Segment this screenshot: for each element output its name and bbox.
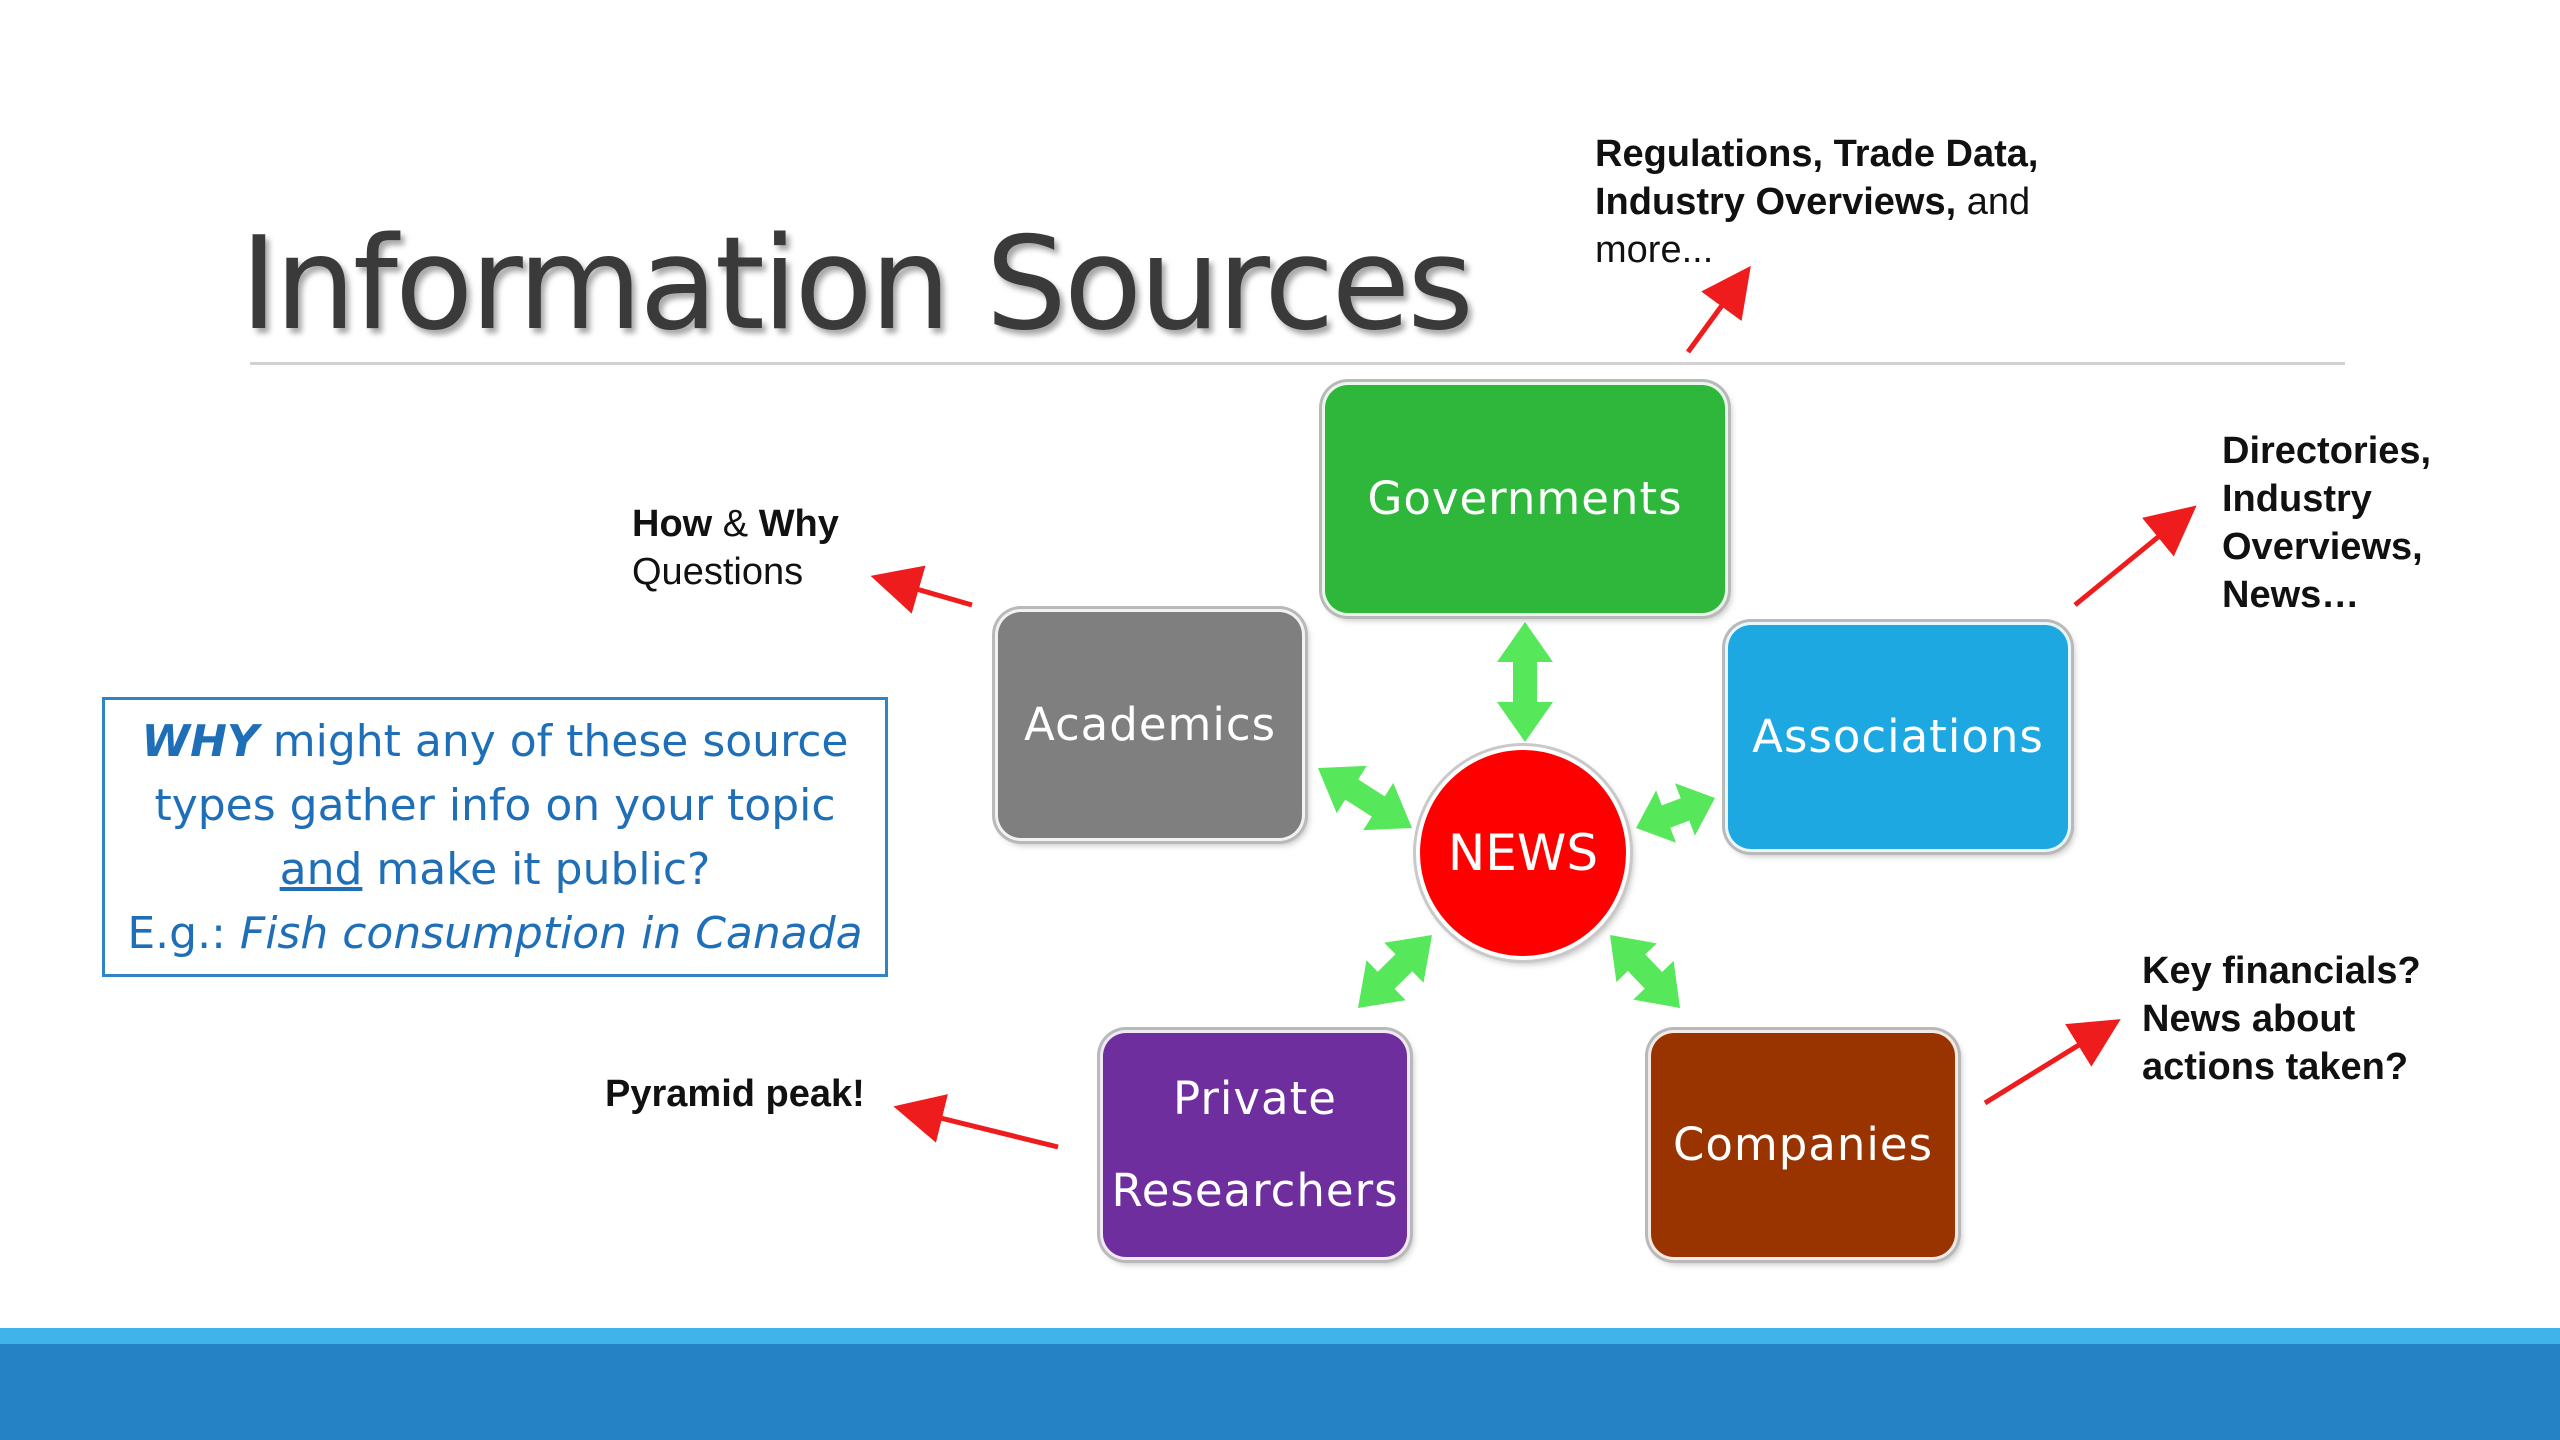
question-line-1: WHY might any of these source [105, 710, 885, 774]
question-why: WHY [141, 716, 259, 767]
pointer-arrow-governments [1685, 265, 1751, 354]
node-private-researchers: Private Researchers [1100, 1030, 1410, 1260]
question-line-3: and make it public? [105, 838, 885, 902]
note-governments: Regulations, Trade Data, Industry Overvi… [1595, 130, 2038, 274]
note-private-researchers: Pyramid peak! [605, 1070, 865, 1118]
node-label-companies: Companies [1672, 1118, 1934, 1171]
node-label-private-researchers: Private Researchers [1111, 1072, 1399, 1217]
question-example: Fish consumption in Canada [239, 908, 863, 959]
note-associations: Directories, Industry Overviews, News… [2222, 427, 2431, 619]
node-academics: Academics [995, 609, 1305, 841]
note-governments-line2-bold: Industry Overviews, [1595, 181, 1957, 223]
note-companies-line: Key financials? [2142, 950, 2421, 992]
pointer-arrow-private-researchers [893, 1094, 1059, 1150]
note-companies-line: News about [2142, 998, 2356, 1040]
node-news-center: NEWS [1416, 746, 1630, 960]
node-label-governments: Governments [1367, 472, 1683, 525]
question-box: WHY might any of these source types gath… [102, 697, 888, 977]
note-governments-line2-rest: and [1956, 181, 2031, 223]
node-governments: Governments [1322, 382, 1728, 616]
note-associations-line: Industry [2222, 478, 2372, 520]
note-companies-line: actions taken? [2142, 1046, 2409, 1088]
connector-governments [1497, 622, 1553, 742]
note-academics-why: Why [758, 503, 839, 545]
note-companies: Key financials? News about actions taken… [2142, 947, 2421, 1091]
title-underline [250, 362, 2345, 365]
question-line3-rest: make it public? [362, 844, 711, 895]
node-label-associations: Associations [1752, 710, 2044, 763]
node-label-news: NEWS [1447, 824, 1599, 882]
footer-accent-strip [0, 1328, 2560, 1344]
note-governments-line3: more... [1595, 229, 1714, 271]
connector-associations [1636, 783, 1715, 843]
note-associations-line: Overviews, [2222, 526, 2423, 568]
note-academics-line2: Questions [632, 551, 804, 593]
slide-title: Information Sources [240, 210, 1474, 359]
node-associations: Associations [1725, 622, 2071, 852]
pointer-group [870, 265, 2197, 1150]
question-line-2: types gather info on your topic [154, 780, 836, 831]
question-line1-rest: might any of these source [258, 716, 849, 767]
question-line-4: E.g.: Fish consumption in Canada [105, 902, 885, 966]
connector-group [1318, 622, 1715, 1008]
connector-private-researchers [1358, 935, 1432, 1008]
question-eg: E.g.: [127, 908, 240, 959]
connector-companies [1610, 935, 1680, 1008]
pointer-arrow-associations [2073, 505, 2197, 607]
note-academics-amp: & [712, 503, 759, 545]
node-companies: Companies [1648, 1030, 1958, 1260]
note-governments-line1: Regulations, Trade Data, [1595, 133, 2039, 175]
connector-academics [1318, 765, 1412, 831]
note-academics-how: How [632, 503, 713, 545]
node-label-academics: Academics [1023, 698, 1277, 751]
note-academics: How & Why Questions [632, 500, 839, 596]
note-associations-line: News… [2222, 574, 2360, 616]
pointer-arrow-academics [870, 565, 973, 614]
question-and: and [279, 844, 363, 895]
pointer-arrow-companies [1983, 1019, 2121, 1106]
note-private-researchers-text: Pyramid peak! [605, 1073, 865, 1115]
footer-bar [0, 1344, 2560, 1440]
note-associations-line: Directories, [2222, 430, 2432, 472]
